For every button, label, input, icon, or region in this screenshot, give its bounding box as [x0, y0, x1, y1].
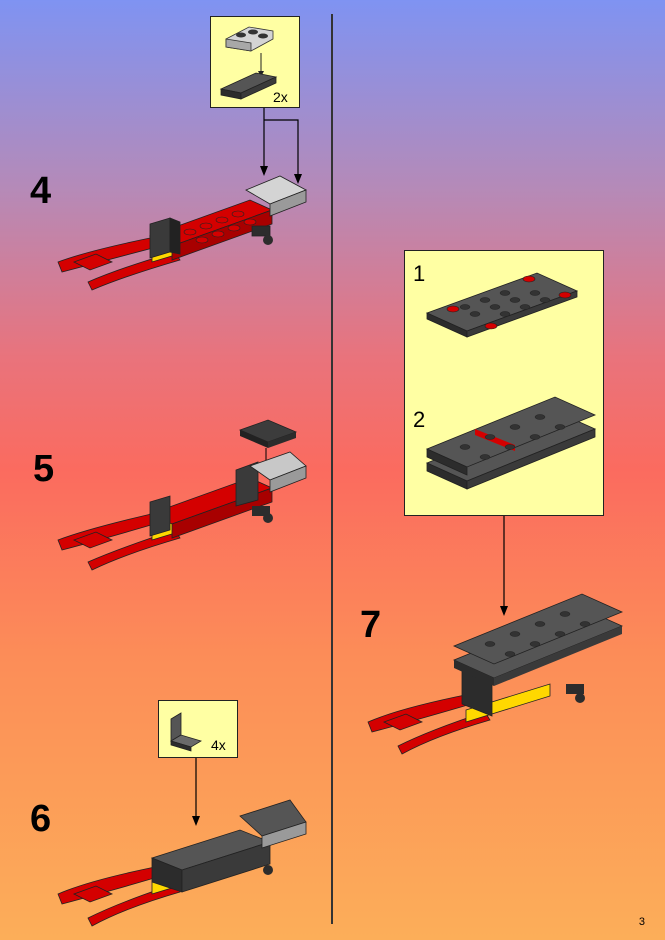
- step-number-4: 4: [30, 170, 52, 212]
- substep-number-2: 2: [413, 407, 426, 432]
- step-4-parts-illustration: [219, 26, 278, 100]
- step-number-6: 6: [30, 798, 52, 840]
- step-5-model: [57, 419, 307, 571]
- step-7-subassembly-illustration: [425, 272, 597, 490]
- step-4-quantity: 2x: [273, 89, 288, 105]
- substep-number-1: 1: [413, 261, 426, 286]
- step-6-quantity: 4x: [211, 737, 226, 753]
- step-number-5: 5: [33, 448, 55, 490]
- step-6-parts-callout: 4x: [158, 700, 238, 758]
- step-7-model: [367, 593, 624, 755]
- step-4-parts-callout: 2x: [210, 16, 300, 108]
- step-7-subassembly-callout: 1 2: [404, 250, 604, 516]
- step-4-arrows: [263, 108, 299, 176]
- step-number-7: 7: [360, 604, 382, 646]
- step-6-model: [57, 799, 307, 927]
- page-number: 3: [638, 916, 645, 928]
- step-4-model: [57, 175, 307, 291]
- step-6-parts-illustration: [170, 712, 202, 752]
- column-divider: [331, 14, 333, 924]
